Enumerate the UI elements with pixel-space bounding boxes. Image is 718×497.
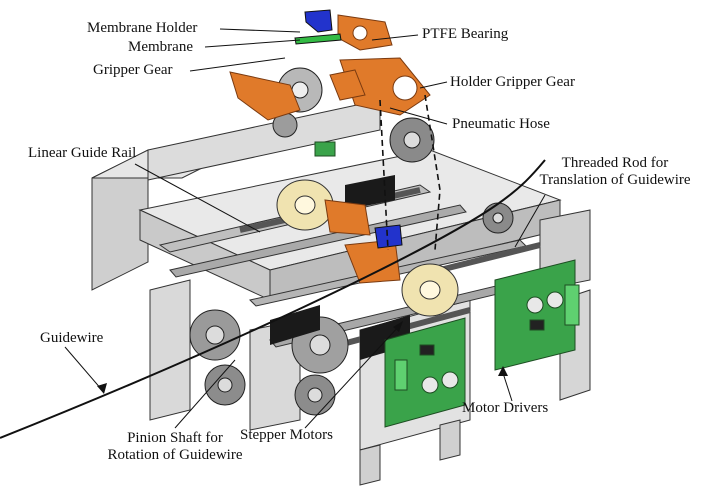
motor-driver-boards: [384, 259, 580, 428]
label-membrane-holder: Membrane Holder: [87, 20, 198, 36]
label-guidewire: Guidewire: [40, 330, 104, 346]
membrane-parts: [294, 9, 403, 249]
label-membrane: Membrane: [128, 39, 193, 55]
label-pinion-shaft-line1: Pinion Shaft for: [127, 430, 223, 446]
label-linear-guide-rail: Linear Guide Rail: [28, 145, 137, 161]
label-holder-gripper-gear: Holder Gripper Gear: [450, 74, 575, 90]
label-ptfe-bearing: PTFE Bearing: [422, 26, 509, 42]
leader-lines: [64, 28, 546, 429]
label-threaded-rod-line1: Threaded Rod for: [561, 155, 669, 171]
bearings: [276, 179, 459, 317]
guidewire-line: [0, 159, 546, 439]
label-pinion-shaft-line2: Rotation of Guidewire: [107, 447, 243, 463]
label-gripper-gear: Gripper Gear: [93, 62, 173, 78]
label-stepper-motors: Stepper Motors: [240, 427, 333, 443]
label-motor-drivers: Motor Drivers: [462, 400, 549, 416]
orange-parts: [229, 14, 431, 284]
sensor-block: [314, 141, 336, 157]
label-pneumatic-hose: Pneumatic Hose: [452, 116, 550, 132]
pneumatic-hose: [379, 94, 441, 251]
gears: [189, 67, 514, 416]
label-threaded-rod-line2: Translation of Guidewire: [539, 172, 691, 188]
label-threaded-rod: Threaded Rod for Translation of Guidewir…: [525, 155, 705, 189]
label-pinion-shaft: Pinion Shaft for Rotation of Guidewire: [100, 430, 250, 464]
